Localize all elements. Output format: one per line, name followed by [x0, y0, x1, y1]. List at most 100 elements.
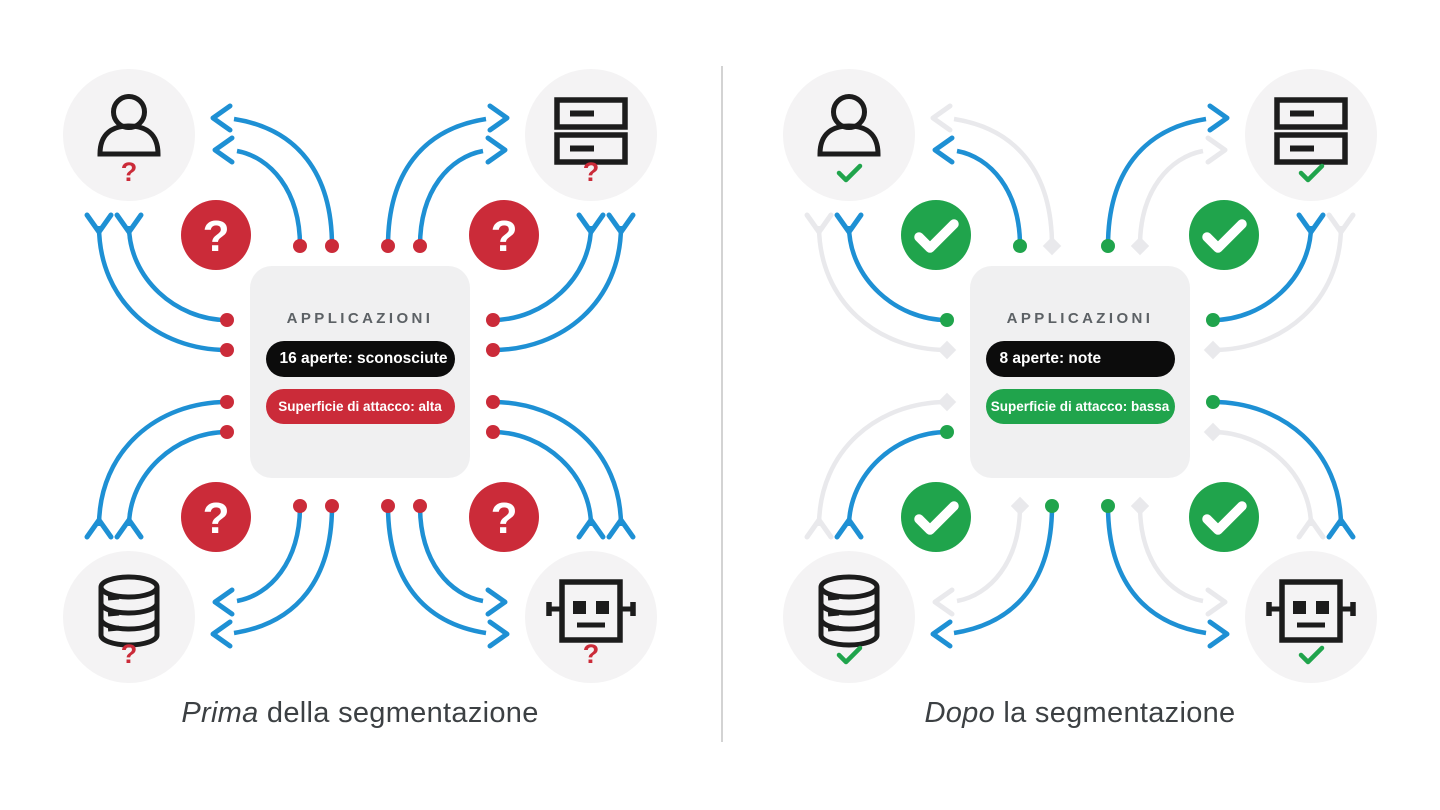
- endpoint-dot: [1101, 239, 1115, 253]
- flow-arc: [816, 399, 948, 527]
- arrowhead-icon: [485, 587, 508, 617]
- flow-arc: [1212, 399, 1344, 527]
- flow-arc: [233, 505, 335, 636]
- panel-before: ? ? ? ? ? ?: [0, 69, 720, 730]
- flow-arc: [1105, 505, 1207, 636]
- endpoint-dot: [220, 343, 234, 357]
- panel-divider: [721, 66, 723, 742]
- connection-br-h_outer: [381, 499, 510, 649]
- flow-arc: [956, 505, 1023, 604]
- caption-after: Dopo la segmentazione: [720, 697, 1440, 730]
- arrowhead-icon: [1207, 619, 1230, 649]
- arrowhead-icon: [487, 103, 510, 133]
- node-person: ?: [63, 69, 195, 201]
- arrowhead-icon: [1326, 212, 1356, 235]
- flow-arc: [1212, 429, 1314, 527]
- arrowhead-icon: [485, 135, 508, 165]
- caption-text: la segmentazione: [995, 697, 1236, 729]
- arrowhead-icon: [932, 135, 955, 165]
- flow-arc: [1137, 148, 1204, 247]
- connection-tr-v_outer: [1203, 212, 1356, 360]
- node-robot: [1245, 551, 1377, 683]
- status-badge-unknown: ?: [181, 200, 251, 270]
- question-glyph: ?: [203, 212, 230, 261]
- endpoint-dot: [381, 239, 395, 253]
- flow-arc: [953, 505, 1055, 636]
- connection-tr-v_outer: [486, 212, 636, 357]
- arrowhead-icon: [834, 517, 864, 540]
- connection-tr-v_inner: [1206, 212, 1326, 327]
- node-circle: [1245, 551, 1377, 683]
- arrowhead-icon: [606, 212, 636, 235]
- flow-arc: [846, 429, 948, 527]
- badge-circle: [1189, 200, 1259, 270]
- status-badge-unknown: ?: [469, 482, 539, 552]
- badge-circle: [901, 482, 971, 552]
- endpoint-diamond: [1042, 236, 1062, 256]
- status-badge-verified: [1189, 200, 1259, 270]
- panel-after: APPLICAZIONI 8 aperte: note Superficie d…: [720, 0, 1440, 810]
- endpoint-diamond: [1203, 422, 1223, 442]
- badge-circle: [181, 200, 251, 270]
- connection-tl-v_outer: [804, 212, 957, 360]
- arrowhead-icon: [804, 517, 834, 540]
- connection-arrows: [84, 103, 636, 649]
- flow-arc: [96, 399, 228, 527]
- badge-circle: [469, 200, 539, 270]
- node-status-glyph: ?: [583, 639, 600, 669]
- flow-arc: [233, 116, 335, 247]
- endpoint-dot: [413, 499, 427, 513]
- endpoint-diamond: [1130, 236, 1150, 256]
- flow-arc: [236, 148, 303, 247]
- caption-emphasis: Dopo: [924, 697, 996, 729]
- endpoint-diamond: [1203, 340, 1223, 360]
- arrowhead-icon: [114, 212, 144, 235]
- endpoint-dot: [293, 499, 307, 513]
- connection-br-v_inner: [1203, 422, 1326, 540]
- arrowhead-icon: [804, 212, 834, 235]
- flow-arc: [1105, 116, 1207, 247]
- apps-count-pill: 16 aperte: sconosciute: [265, 341, 455, 377]
- arrowhead-icon: [212, 587, 235, 617]
- connection-tr-h_outer: [381, 103, 510, 253]
- connection-tl-v_inner: [114, 212, 234, 327]
- flow-arc: [385, 116, 487, 247]
- arrowhead-icon: [1326, 517, 1356, 540]
- question-glyph: ?: [203, 494, 230, 543]
- flow-arc: [417, 505, 484, 604]
- connection-br-h_outer: [1101, 499, 1230, 649]
- status-badge-verified: [1189, 482, 1259, 552]
- connection-tr-v_inner: [486, 212, 606, 327]
- endpoint-dot: [381, 499, 395, 513]
- before-diagram: ? ? ? ? ? ?: [63, 69, 657, 683]
- connection-tl-v_inner: [834, 212, 954, 327]
- arrowhead-icon: [576, 212, 606, 235]
- flow-arc: [126, 225, 228, 323]
- arrowhead-icon: [930, 103, 953, 133]
- endpoint-dot: [1045, 499, 1059, 513]
- arrowhead-icon: [932, 587, 955, 617]
- caption-text: della segmentazione: [258, 697, 539, 729]
- flow-arc: [1212, 225, 1314, 323]
- connection-tl-v_outer: [84, 212, 234, 357]
- arrowhead-icon: [1205, 587, 1228, 617]
- connection-bl-v_outer: [84, 395, 234, 540]
- node-status-glyph: ?: [121, 157, 138, 187]
- endpoint-dot: [486, 343, 500, 357]
- connection-arrows: [804, 103, 1356, 649]
- endpoint-dot: [325, 499, 339, 513]
- endpoint-diamond: [937, 392, 957, 412]
- endpoint-diamond: [1130, 496, 1150, 516]
- flow-arc: [126, 429, 228, 527]
- arrowhead-icon: [84, 212, 114, 235]
- endpoint-dot: [486, 313, 500, 327]
- caption-before: Prima della segmentazione: [0, 697, 720, 730]
- status-badge-unknown: ?: [181, 482, 251, 552]
- connection-br-v_outer: [486, 395, 636, 540]
- badge-circle: [1189, 482, 1259, 552]
- applications-card: APPLICAZIONI 8 aperte: note Superficie d…: [970, 266, 1190, 478]
- connection-br-v_outer: [1206, 395, 1356, 540]
- node-status-glyph: ?: [121, 639, 138, 669]
- endpoint-dot: [1013, 239, 1027, 253]
